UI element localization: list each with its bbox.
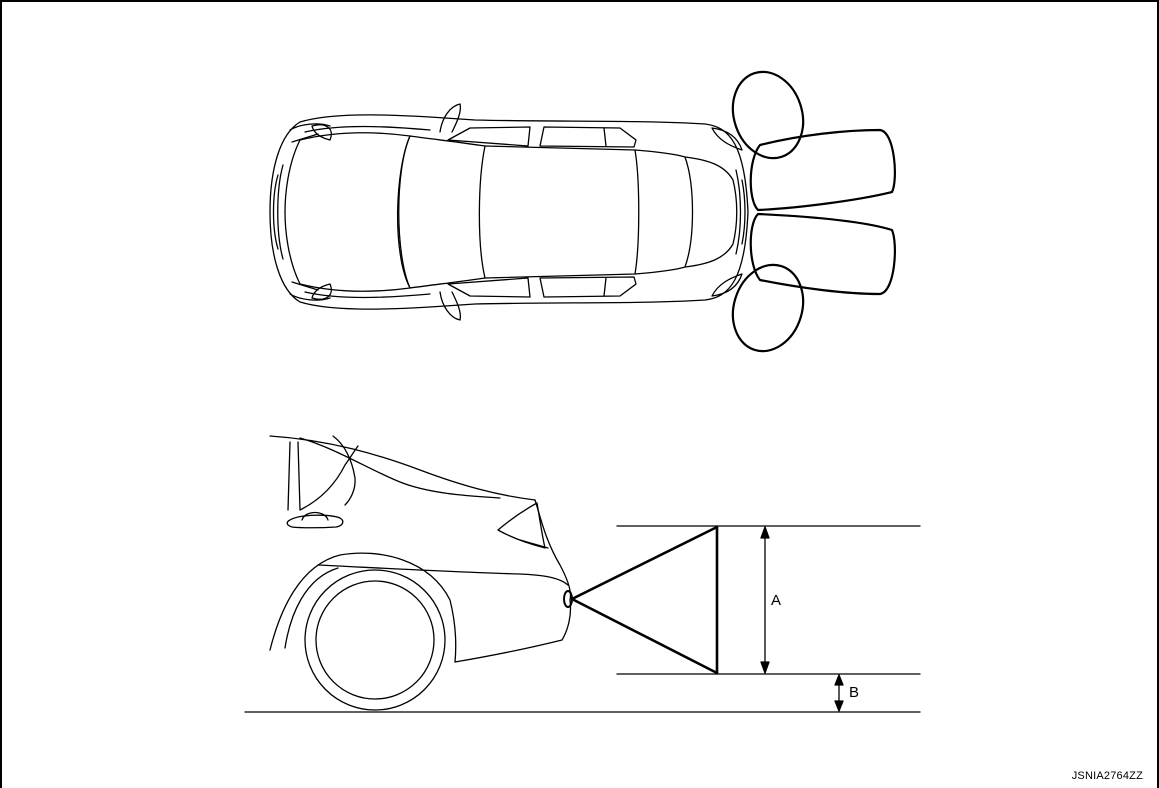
figure-reference-code: JSNIA2764ZZ: [1071, 770, 1143, 782]
dimension-b-arrowhead-top: [834, 674, 844, 686]
taillight-side-detail: [519, 539, 549, 549]
side-window-top-rear: [539, 126, 637, 148]
center-zone-upper: [749, 128, 896, 212]
taillight-top: [711, 127, 743, 151]
trunk-lid: [534, 499, 572, 601]
side-window-top-front: [447, 126, 531, 147]
side-window-bottom-divider: [603, 277, 607, 297]
dimension-b-arrowhead-bottom: [834, 700, 844, 712]
car-hood: [284, 132, 411, 292]
fender-arch: [269, 552, 457, 663]
headlight-top: [311, 124, 332, 141]
mirror-top: [439, 103, 462, 133]
door-frame: [287, 441, 359, 511]
detection-zones-top-view: [731, 70, 896, 353]
corner-zone-lower: [731, 263, 805, 353]
front-bumper: [272, 164, 284, 260]
taillight-side: [497, 502, 546, 549]
wheel-tire: [304, 569, 446, 711]
car-body-outline: [269, 114, 749, 310]
dimension-a-arrowhead-bottom: [760, 661, 770, 674]
rear-window: [634, 149, 694, 275]
body-crease: [317, 564, 569, 586]
detection-zone-side-view: [244, 525, 921, 713]
car-body-inner-line: [304, 125, 431, 299]
headlight-bottom: [311, 283, 332, 300]
dimension-a-label: A: [771, 592, 782, 609]
side-window-bottom-front: [447, 277, 531, 298]
front-grille-bottom: [289, 281, 331, 301]
taillight-bottom: [711, 273, 743, 297]
rear-bumper-lines: [735, 169, 746, 255]
car-top-view: [269, 103, 749, 321]
car-side-view: [269, 435, 573, 711]
side-window-bottom-rear: [539, 276, 637, 298]
door-handle: [286, 514, 344, 529]
center-zone-lower: [749, 212, 896, 296]
detection-cone: [570, 525, 719, 675]
front-grille-top: [289, 123, 331, 143]
fender-arch-inner: [284, 567, 339, 649]
dimension-b-label: B: [849, 684, 860, 701]
mirror-bottom: [439, 291, 462, 321]
side-window-top-divider: [603, 127, 607, 147]
corner-zone-upper: [731, 70, 805, 160]
windshield: [398, 135, 486, 289]
dimension-a-arrowhead-top: [760, 526, 770, 539]
rear-bumper-side: [454, 599, 572, 663]
trunk: [684, 156, 738, 268]
quarter-window: [332, 435, 356, 506]
door-handle-recess: [301, 511, 329, 521]
roof-line: [269, 435, 536, 501]
wheel-rim: [315, 580, 435, 700]
rear-window-line: [299, 437, 501, 499]
roof: [484, 145, 640, 279]
